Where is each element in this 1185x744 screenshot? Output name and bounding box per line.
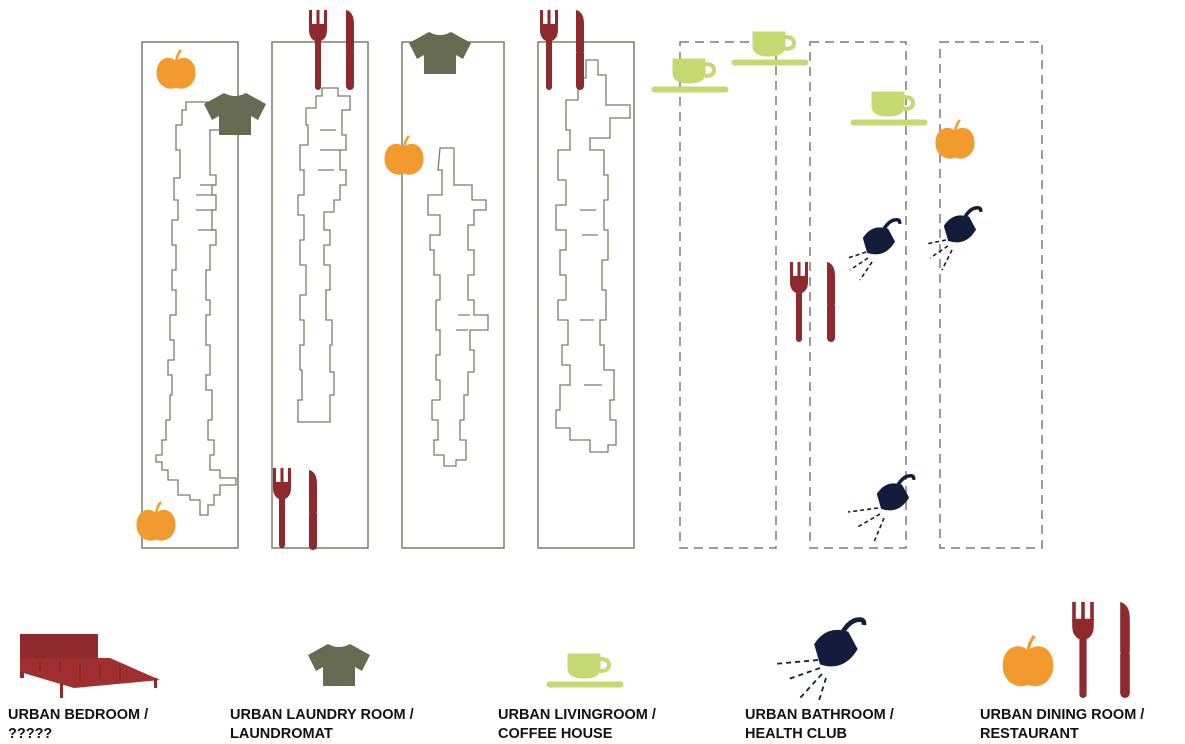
- coffee-cup-icon: [849, 90, 929, 127]
- shirt-icon: [308, 644, 370, 686]
- column-7: [939, 41, 1043, 549]
- floorplan-outline-2: [297, 87, 351, 423]
- legend-label-livingroom: URBAN LIVINGROOM / COFFEE HOUSE: [498, 706, 656, 744]
- bed-icon: [20, 634, 160, 698]
- legend-label-line2: ?????: [8, 726, 53, 742]
- legend-label-line1: URBAN BEDROOM /: [8, 707, 149, 723]
- column-1: [141, 41, 239, 549]
- legend-label-bedroom: URBAN BEDROOM / ?????: [8, 706, 148, 744]
- coffee-cup-icon: [730, 30, 810, 67]
- legend-label-laundry: URBAN LAUNDRY ROOM / LAUNDROMAT: [230, 706, 414, 744]
- legend-label-dining: URBAN DINING ROOM / RESTAURANT: [980, 706, 1144, 744]
- legend-label-line1: URBAN LAUNDRY ROOM /: [230, 707, 414, 723]
- apple-icon: [383, 134, 425, 176]
- shower-head-icon: [858, 216, 910, 260]
- coffee-cup-icon: [650, 57, 730, 94]
- knife-icon: [346, 10, 354, 90]
- fork-icon: [790, 262, 808, 342]
- shower-head-icon: [811, 618, 875, 671]
- legend-label-line1: URBAN DINING ROOM /: [980, 707, 1145, 723]
- shirt-icon: [204, 93, 266, 135]
- apple-and-cutlery-icon: [1001, 602, 1130, 698]
- legend-label-line2: HEALTH CLUB: [745, 726, 848, 742]
- fork-icon: [273, 468, 291, 548]
- legend-label-line2: LAUNDROMAT: [230, 726, 333, 742]
- column-4: [537, 41, 635, 549]
- shower-head-icon: [939, 204, 991, 248]
- column-6: [809, 41, 907, 549]
- fork-icon: [540, 10, 558, 90]
- column-2: [271, 41, 369, 549]
- legend-label-line1: URBAN LIVINGROOM /: [498, 707, 656, 723]
- floorplan-outline-3: [427, 147, 489, 467]
- floorplan-outline-4: [555, 59, 631, 453]
- legend-label-bathroom: URBAN BATHROOM / HEALTH CLUB: [745, 706, 894, 744]
- knife-icon: [576, 10, 584, 90]
- legend-label-line2: RESTAURANT: [980, 726, 1079, 742]
- legend-label-line1: URBAN BATHROOM /: [745, 707, 894, 723]
- apple-icon: [155, 48, 197, 90]
- fork-icon: [309, 10, 327, 90]
- apple-icon: [934, 118, 976, 160]
- column-3: [401, 41, 505, 549]
- shirt-icon: [409, 32, 471, 74]
- knife-icon: [309, 470, 317, 550]
- legend-label-line2: COFFEE HOUSE: [498, 726, 613, 742]
- knife-icon: [827, 262, 835, 342]
- shower-head-icon: [872, 472, 924, 516]
- coffee-cup-icon: [545, 652, 625, 689]
- floorplan-outline-1: [155, 101, 237, 516]
- column-5: [679, 41, 777, 549]
